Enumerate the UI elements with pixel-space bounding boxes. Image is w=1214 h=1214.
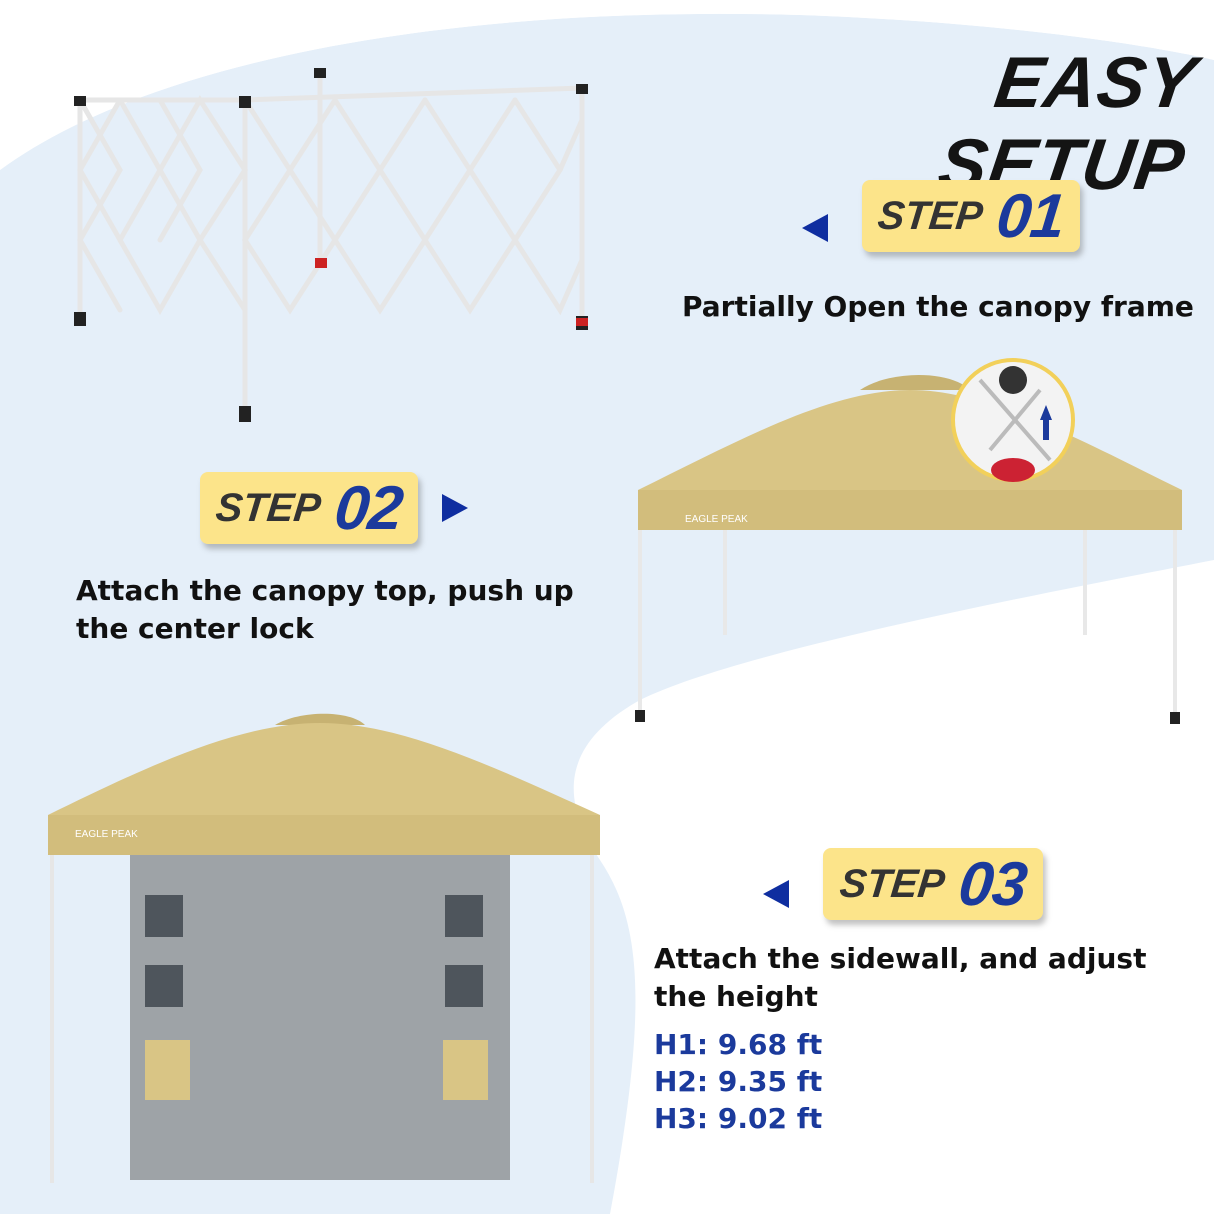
height-specs: H1: 9.68 ft H2: 9.35 ft H3: 9.02 ft bbox=[654, 1026, 954, 1137]
arrow-right-icon bbox=[442, 494, 468, 522]
frame-illustration bbox=[74, 68, 588, 422]
description-line: the height bbox=[654, 980, 818, 1013]
step-word: STEP bbox=[838, 861, 948, 906]
step-word: STEP bbox=[214, 485, 324, 530]
canopy-illustration: EAGLE PEAK bbox=[635, 358, 1182, 724]
step-02-description: Attach the canopy top, push up the cente… bbox=[76, 572, 616, 648]
description-line: Attach the sidewall, and adjust bbox=[654, 942, 1147, 975]
arrow-left-icon bbox=[763, 880, 789, 908]
height-h1: H1: 9.68 ft bbox=[654, 1028, 823, 1061]
description-line: the center lock bbox=[76, 612, 314, 645]
step-number: 03 bbox=[955, 849, 1030, 919]
step-02-badge: STEP 02 bbox=[200, 472, 418, 544]
step-word: STEP bbox=[876, 193, 986, 238]
arrow-left-icon bbox=[802, 214, 828, 242]
eagle-peak-logo: EAGLE PEAK bbox=[685, 514, 748, 525]
step-03-description: Attach the sidewall, and adjust the heig… bbox=[654, 940, 1194, 1016]
step-03-badge: STEP 03 bbox=[823, 848, 1043, 920]
step-number: 01 bbox=[993, 181, 1068, 251]
step-01-description: Partially Open the canopy frame bbox=[682, 290, 1194, 323]
sidewall-illustration: EAGLE PEAK bbox=[48, 713, 600, 1183]
description-line: Attach the canopy top, push up bbox=[76, 574, 574, 607]
step-01-badge: STEP 01 bbox=[862, 180, 1080, 252]
eagle-peak-logo-2: EAGLE PEAK bbox=[75, 829, 138, 840]
height-h3: H3: 9.02 ft bbox=[654, 1102, 823, 1135]
step-number: 02 bbox=[331, 473, 406, 543]
height-h2: H2: 9.35 ft bbox=[654, 1065, 823, 1098]
